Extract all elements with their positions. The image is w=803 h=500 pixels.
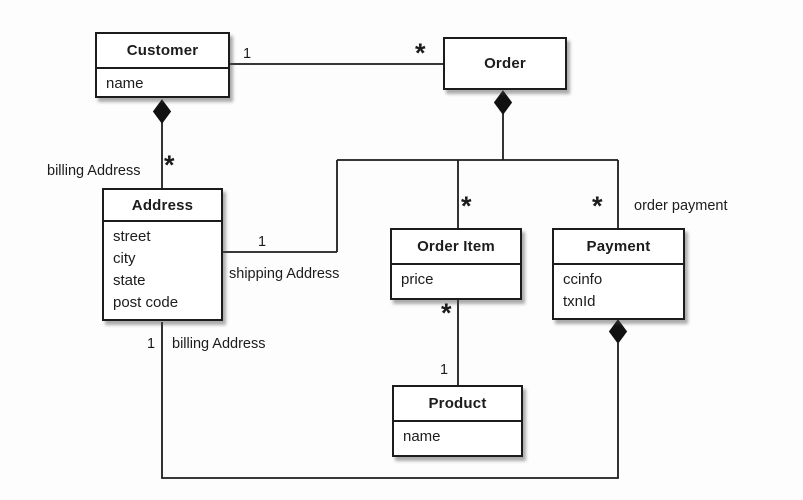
multiplicity-orderitem-product-1: 1 [440, 362, 449, 378]
class-product-attributes: name [394, 420, 521, 452]
multiplicity-billing-address-star: * [164, 150, 175, 180]
class-product-title: Product [428, 395, 487, 412]
class-customer-title: Customer [126, 42, 199, 59]
attribute-ccinfo: ccinfo [563, 271, 603, 288]
multiplicity-customer-order-star: * [415, 38, 426, 68]
class-address: Address street city state post code [102, 188, 223, 321]
attribute-name: name [106, 75, 144, 92]
class-order: Order [443, 37, 567, 90]
role-label-billing-address-bottom: billing Address [172, 336, 266, 352]
class-product: Product name [392, 385, 523, 457]
composition-diamond-order [493, 90, 513, 115]
composition-diamond-payment [608, 319, 628, 344]
attribute-street: street [113, 228, 151, 245]
class-address-attributes: street city state post code [104, 220, 221, 318]
class-order-item-title: Order Item [417, 238, 495, 255]
class-payment: Payment ccinfo txnId [552, 228, 685, 320]
multiplicity-orderitem-product-star: * [441, 298, 452, 328]
multiplicity-shipping-address-1: 1 [258, 234, 267, 250]
role-label-order-payment: order payment [634, 198, 728, 214]
class-order-item: Order Item price [390, 228, 522, 300]
role-label-shipping-address: shipping Address [229, 266, 340, 282]
class-payment-title: Payment [586, 238, 651, 255]
attribute-post-code: post code [113, 294, 179, 311]
class-payment-attributes: ccinfo txnId [554, 263, 683, 317]
class-order-item-attributes: price [392, 263, 520, 295]
attribute-city: city [113, 250, 136, 267]
attribute-price: price [401, 271, 434, 288]
multiplicity-order-orderitem-star: * [461, 191, 472, 221]
attribute-state: state [113, 272, 146, 289]
multiplicity-payment-address-1: 1 [147, 336, 156, 352]
edge-payment-address [161, 322, 619, 479]
multiplicity-order-payment-star: * [592, 191, 603, 221]
attribute-txnid: txnId [563, 293, 596, 310]
class-customer: Customer name [95, 32, 230, 98]
multiplicity-customer-order-1: 1 [243, 46, 252, 62]
class-order-title: Order [484, 55, 526, 72]
class-customer-attributes: name [97, 67, 228, 99]
composition-diamond-customer [152, 99, 172, 124]
role-label-billing-address-top: billing Address [47, 163, 141, 179]
attribute-product-name: name [403, 428, 441, 445]
class-address-title: Address [131, 196, 194, 214]
